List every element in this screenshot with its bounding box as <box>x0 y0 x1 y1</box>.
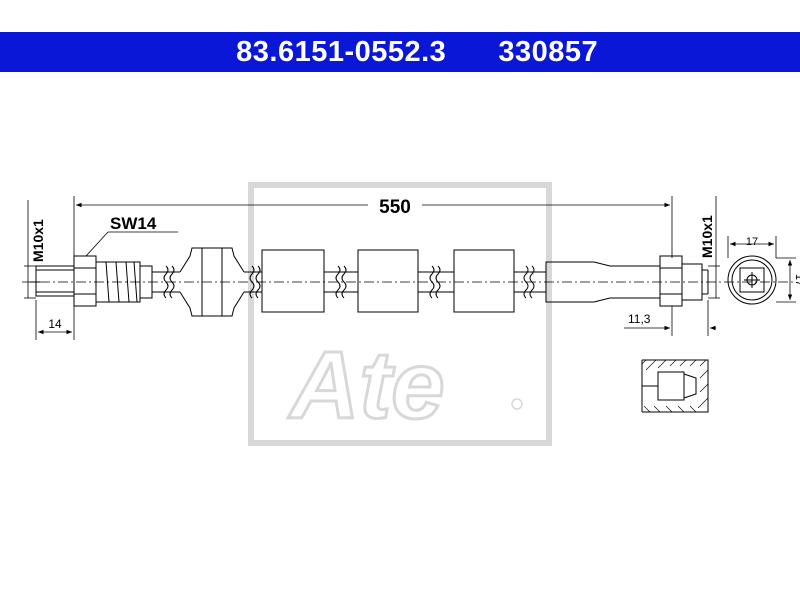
article-code: 330857 <box>498 35 599 68</box>
flange-width-label: 17 <box>746 236 758 248</box>
flange-height-label: 17 <box>793 274 800 286</box>
wrench-size-leader <box>85 231 178 257</box>
ate-logo: Ate <box>288 332 445 439</box>
right-length-dimension <box>624 300 716 336</box>
overall-length-label: 550 <box>379 197 411 218</box>
left-length-dimension <box>35 300 75 340</box>
flange-height-dimension <box>776 257 796 303</box>
right-thread-label: M10x1 <box>699 215 715 258</box>
flange-width-dimension <box>727 236 777 258</box>
wrench-size-label: SW14 <box>110 214 157 233</box>
part-number: 83.6151-0552.3 <box>236 35 447 68</box>
left-thread-dimension <box>24 200 36 299</box>
section-detail <box>641 359 709 413</box>
left-length-label: 14 <box>48 317 62 331</box>
title-bar: 83.6151-0552.3 330857 <box>0 32 800 72</box>
right-thread-dimension <box>708 196 720 299</box>
hose-body <box>30 247 709 317</box>
break-marks <box>163 265 535 299</box>
ate-watermark: Ate <box>248 182 552 446</box>
flange-end-view <box>727 255 777 305</box>
right-length-label: 11,3 <box>628 312 651 326</box>
left-thread-label: M10x1 <box>30 219 46 262</box>
